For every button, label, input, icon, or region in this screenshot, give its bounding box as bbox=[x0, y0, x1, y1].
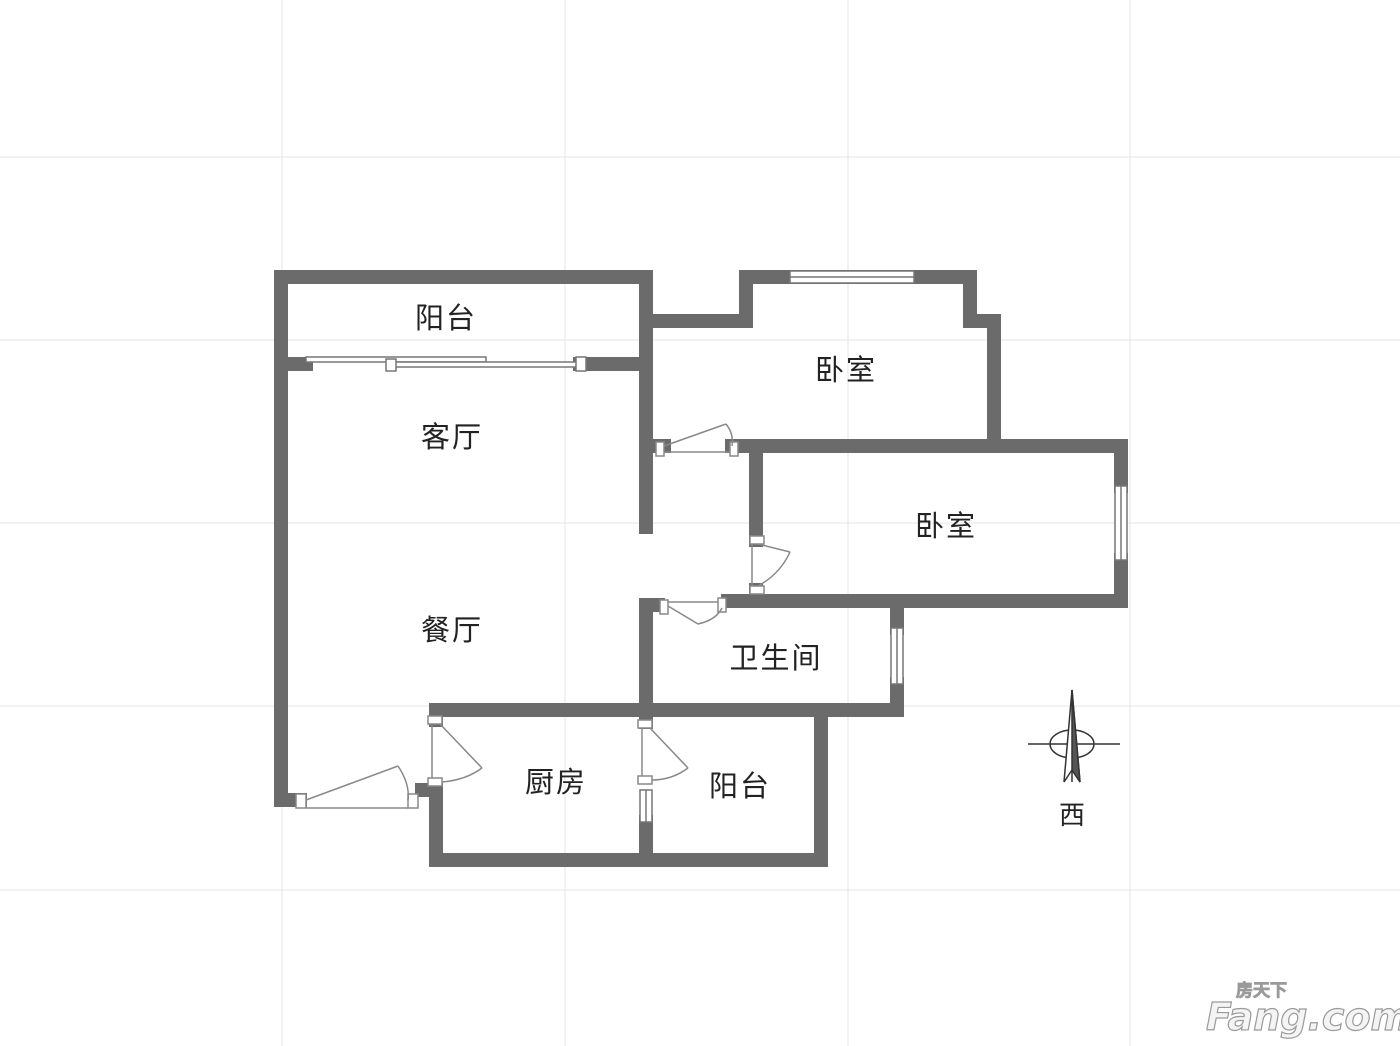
wall-west-outer bbox=[274, 270, 653, 807]
windows bbox=[305, 270, 1128, 823]
watermark-brand-main: Fang.com bbox=[1206, 995, 1400, 1039]
wall-lower-block bbox=[429, 703, 828, 867]
door-bedroom-upper bbox=[663, 423, 727, 447]
compass-icon bbox=[1028, 689, 1120, 783]
label-bedroom-right: 卧室 bbox=[915, 509, 977, 543]
walls bbox=[274, 270, 1128, 867]
door-bathroom bbox=[667, 605, 699, 625]
door-balcony-lower bbox=[649, 727, 689, 769]
doors bbox=[295, 423, 791, 809]
room-labels: 阳台 卧室 客厅 卧室 餐厅 卫生间 厨房 阳台 bbox=[415, 301, 977, 803]
door-entrance bbox=[305, 765, 399, 801]
label-bathroom: 卫生间 bbox=[729, 641, 822, 675]
wall-bedroom-right bbox=[731, 439, 1128, 493]
label-kitchen: 厨房 bbox=[525, 765, 587, 799]
label-balcony-bottom: 阳台 bbox=[709, 769, 771, 803]
label-living-room: 客厅 bbox=[421, 420, 483, 454]
label-dining-room: 餐厅 bbox=[421, 613, 483, 647]
fang-logo: 房天下 Fang.com bbox=[1205, 980, 1400, 1040]
label-balcony-top: 阳台 bbox=[415, 301, 477, 335]
compass-direction-label: 西 bbox=[1059, 801, 1085, 831]
door-bedroom-right bbox=[757, 543, 791, 553]
door-kitchen bbox=[439, 723, 483, 769]
sliding-door-balcony-top-b bbox=[391, 361, 581, 368]
label-bedroom-upper: 卧室 bbox=[815, 353, 877, 387]
watermark-brand-top: 房天下 bbox=[1236, 980, 1287, 1001]
wall-bedroom-upper bbox=[639, 270, 1001, 453]
